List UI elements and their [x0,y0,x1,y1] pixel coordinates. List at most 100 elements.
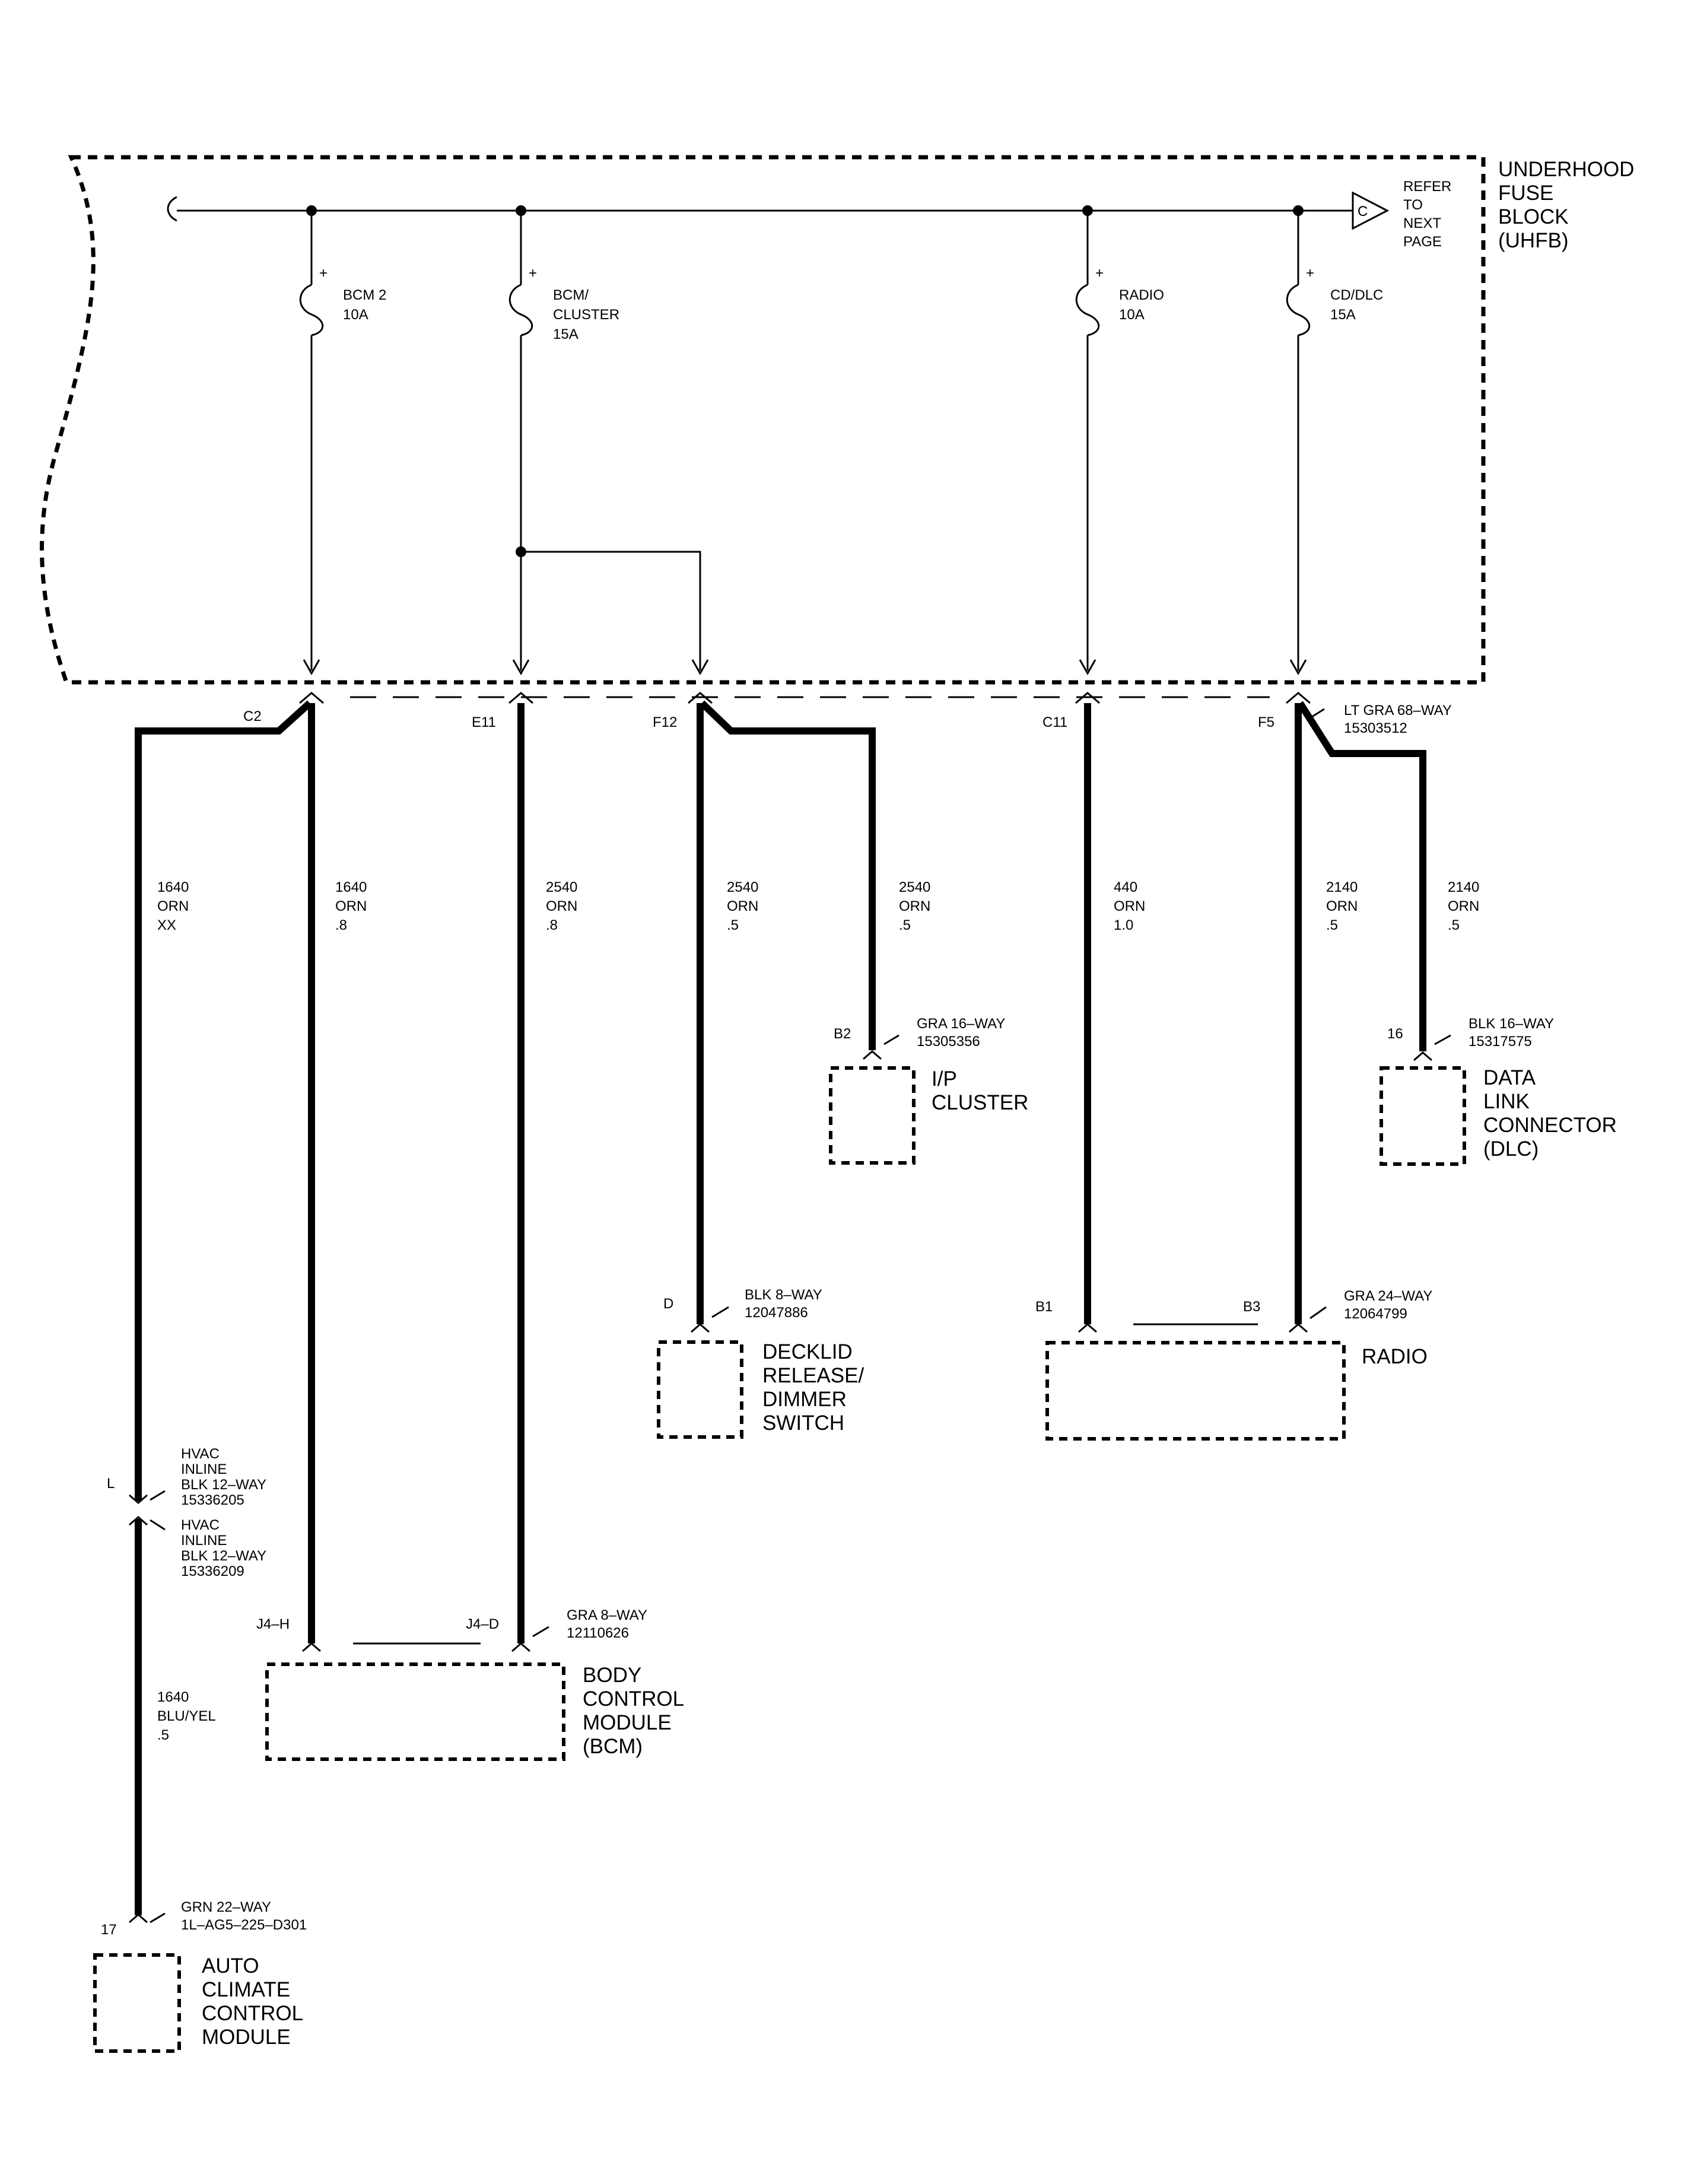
svg-text:15A: 15A [553,326,578,342]
svg-text:1L–AG5–225–D301: 1L–AG5–225–D301 [181,1917,307,1933]
svg-text:12047886: 12047886 [745,1305,808,1321]
svg-text:ORN: ORN [727,898,758,914]
svg-text:I/P: I/P [932,1067,957,1091]
uhfb-connector: C2 E11 F12 C11 F5 LT GRA 68–WAY 15303512 [243,692,1452,736]
fuse-block-title: UNDERHOOD FUSE BLOCK (UHFB) [1498,158,1634,252]
svg-text:MODULE: MODULE [583,1711,672,1734]
svg-text:BLK 16–WAY: BLK 16–WAY [1468,1016,1554,1032]
svg-text:AUTO: AUTO [202,1954,259,1978]
svg-text:10A: 10A [1119,307,1145,323]
dlc-component: 16 BLK 16–WAY 15317575 DATA LINK CONNECT… [1380,1016,1617,1166]
svg-text:.8: .8 [546,917,558,933]
svg-text:HVAC: HVAC [181,1517,220,1533]
svg-text:MODULE: MODULE [202,2026,291,2049]
wire-2540-orn-05-decklid: 2540 ORN .5 [697,703,758,1324]
svg-text:BLK 8–WAY: BLK 8–WAY [745,1287,822,1303]
svg-text:15336209: 15336209 [181,1563,244,1579]
svg-text:INLINE: INLINE [181,1461,227,1477]
svg-text:2140: 2140 [1326,879,1358,895]
svg-text:DECKLID: DECKLID [762,1340,853,1363]
wire-2140-orn-05-dlc: 2140 ORN .5 [1296,701,1479,1051]
svg-text:10A: 10A [343,307,368,323]
svg-text:TO: TO [1403,197,1423,213]
wire-1640-orn-08: 1640 ORN .8 [308,703,367,1643]
svg-text:1640: 1640 [335,879,367,895]
wire-2140-orn-05-radio: 2140 ORN .5 [1295,703,1358,1324]
svg-text:B1: B1 [1035,1299,1053,1315]
svg-text:1640: 1640 [157,879,189,895]
svg-text:.8: .8 [335,917,347,933]
svg-text:16: 16 [1387,1026,1403,1042]
bcm-component: J4–H J4–D GRA 8–WAY 12110626 BODY CONTRO… [256,1607,684,1761]
wire-1640-orn-xx: 1640 ORN XX [135,700,313,1501]
svg-text:(BCM): (BCM) [583,1735,643,1758]
svg-text:J4–D: J4–D [466,1616,499,1632]
svg-text:C2: C2 [243,708,262,724]
svg-text:+: + [1095,265,1104,281]
radio-component: B1 B3 GRA 24–WAY 12064799 RADIO [1035,1288,1432,1441]
svg-text:1.0: 1.0 [1114,917,1133,933]
svg-text:ORN: ORN [335,898,367,914]
power-bus [167,196,1353,222]
wire-2540-orn-08: 2540 ORN .8 [517,703,577,1643]
svg-text:ORN: ORN [1448,898,1479,914]
svg-text:LT GRA 68–WAY: LT GRA 68–WAY [1344,702,1452,719]
svg-text:NEXT: NEXT [1403,215,1441,231]
svg-text:J4–H: J4–H [256,1616,290,1632]
svg-text:440: 440 [1114,879,1137,895]
fuse-radio: + RADIO 10A [1075,211,1164,676]
svg-text:CD/DLC: CD/DLC [1330,287,1383,303]
wire-440-orn-10: 440 ORN 1.0 [1084,703,1145,1324]
svg-text:CLUSTER: CLUSTER [553,307,619,323]
svg-text:F5: F5 [1258,714,1274,730]
svg-text:ORN: ORN [899,898,930,914]
svg-text:CONNECTOR: CONNECTOR [1483,1114,1617,1137]
svg-text:ORN: ORN [1326,898,1358,914]
svg-text:BCM 2: BCM 2 [343,287,386,303]
svg-text:CONTROL: CONTROL [202,2002,303,2025]
svg-text:XX: XX [157,917,176,933]
svg-text:LINK: LINK [1483,1090,1530,1113]
svg-text:ORN: ORN [546,898,577,914]
svg-text:.5: .5 [727,917,739,933]
svg-text:15303512: 15303512 [1344,720,1407,736]
fuse-bcm2: + BCM 2 10A [299,211,386,676]
svg-text:FUSE: FUSE [1498,182,1553,205]
svg-text:(UHFB): (UHFB) [1498,229,1569,252]
svg-text:CONTROL: CONTROL [583,1687,684,1711]
svg-text:UNDERHOOD: UNDERHOOD [1498,158,1634,181]
svg-text:GRA 24–WAY: GRA 24–WAY [1344,1288,1432,1304]
svg-text:INLINE: INLINE [181,1533,227,1549]
svg-text:ORN: ORN [1114,898,1145,914]
svg-text:E11: E11 [472,714,496,730]
fuse-block-boundary [40,155,1486,685]
svg-text:(DLC): (DLC) [1483,1137,1539,1161]
wire-2540-orn-05-cluster: 2540 ORN .5 [699,700,930,1050]
svg-text:C: C [1358,204,1368,220]
svg-text:2540: 2540 [899,879,930,895]
svg-text:15A: 15A [1330,307,1356,323]
svg-text:C11: C11 [1042,714,1067,730]
svg-text:BLOCK: BLOCK [1498,205,1569,228]
svg-text:F12: F12 [653,714,677,730]
svg-text:D: D [663,1296,673,1312]
svg-text:CLIMATE: CLIMATE [202,1978,290,2001]
svg-text:B2: B2 [834,1026,851,1042]
svg-text:BCM/: BCM/ [553,287,589,303]
svg-text:12064799: 12064799 [1344,1306,1407,1322]
decklid-switch-component: D BLK 8–WAY 12047886 DECKLID RELEASE/ DI… [657,1287,864,1439]
svg-text:.5: .5 [1448,917,1460,933]
svg-text:2540: 2540 [546,879,577,895]
svg-text:SWITCH: SWITCH [762,1412,844,1435]
svg-text:15305356: 15305356 [917,1034,980,1050]
svg-text:1640: 1640 [157,1689,189,1705]
svg-text:DATA: DATA [1483,1066,1536,1089]
svg-text:GRA 8–WAY: GRA 8–WAY [567,1607,647,1623]
wire-1640-blu-yel: 1640 BLU/YEL .5 [157,1689,216,1743]
svg-text:BLU/YEL: BLU/YEL [157,1708,216,1724]
svg-text:DIMMER: DIMMER [762,1388,847,1411]
svg-text:L: L [107,1476,115,1492]
svg-text:ORN: ORN [157,898,189,914]
svg-text:GRA 16–WAY: GRA 16–WAY [917,1016,1005,1032]
